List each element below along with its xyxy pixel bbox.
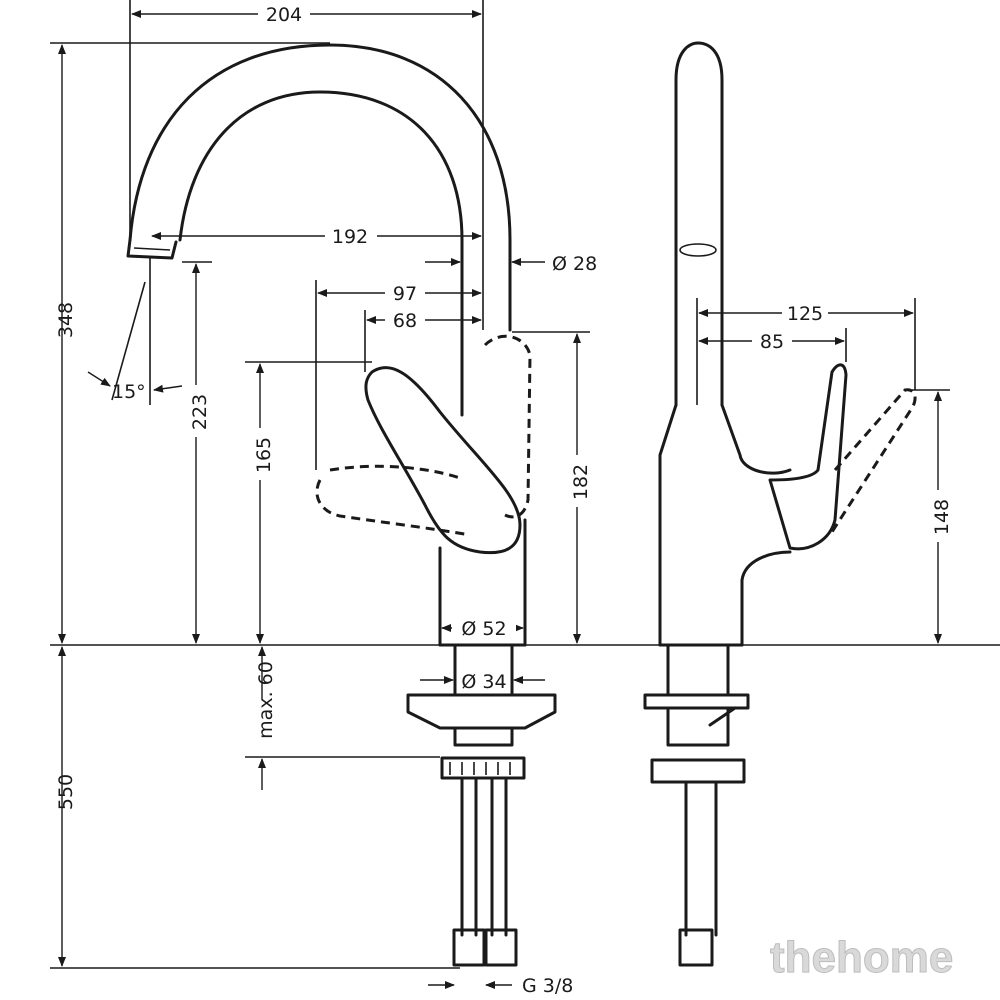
- label-125: 125: [787, 303, 823, 325]
- label-dia-28: Ø 28: [552, 253, 597, 275]
- label-g-3-8: G 3/8: [522, 975, 573, 997]
- watermark-logo: thehome: [770, 933, 953, 982]
- front-spout-inner: [178, 90, 464, 417]
- front-spout-outline: [128, 43, 512, 332]
- front-hoses: [452, 778, 518, 967]
- front-lever-alt-up: [483, 334, 532, 519]
- label-204: 204: [266, 4, 302, 26]
- front-shank: [453, 643, 514, 697]
- front-lever-alt-left: [315, 464, 471, 537]
- label-550: 550: [55, 774, 77, 810]
- dimension-lines: [50, 0, 1000, 989]
- label-dia-52: Ø 52: [461, 618, 506, 640]
- label-68: 68: [393, 310, 417, 332]
- side-view: [643, 41, 917, 967]
- label-192: 192: [332, 226, 368, 248]
- label-148: 148: [931, 499, 953, 535]
- label-85: 85: [760, 331, 784, 353]
- label-165: 165: [253, 437, 275, 473]
- label-dia-34: Ø 34: [461, 671, 506, 693]
- side-spout: [674, 41, 724, 407]
- label-97: 97: [393, 283, 417, 305]
- front-aerator: [126, 238, 178, 260]
- side-nut: [650, 758, 746, 784]
- front-lever: [364, 366, 522, 555]
- side-body: [658, 403, 792, 647]
- label-15-deg: 15°: [112, 381, 146, 403]
- side-flange: [643, 693, 750, 710]
- label-max-60: max. 60: [255, 661, 277, 739]
- front-nut: [440, 756, 526, 780]
- dimension-labels: 204 192 Ø 28 97 68 348 15° 223 165 182 Ø…: [55, 4, 953, 997]
- label-223: 223: [189, 394, 211, 430]
- label-348: 348: [55, 302, 77, 338]
- front-view: [126, 43, 557, 967]
- label-182: 182: [570, 464, 592, 500]
- side-lever-alt: [828, 388, 917, 536]
- front-flange: [406, 693, 557, 730]
- side-lever: [768, 363, 848, 551]
